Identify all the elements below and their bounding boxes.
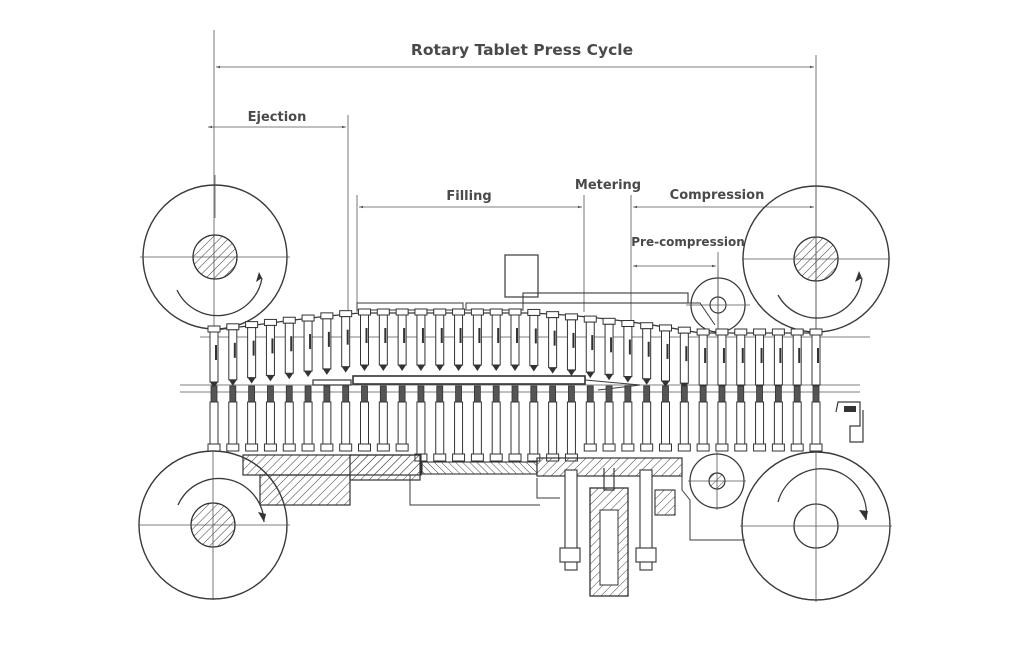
rotation-arrow-icon	[177, 477, 265, 523]
punch-station	[621, 320, 635, 452]
upper-right-roller	[742, 185, 890, 335]
punch-station	[282, 316, 296, 452]
punch-station	[245, 321, 259, 452]
punch-station	[527, 308, 541, 462]
upper-left-roller	[140, 175, 290, 330]
punch-station	[715, 328, 729, 452]
metering-label: Metering	[575, 178, 641, 193]
punch-station	[207, 325, 221, 452]
ejection-label: Ejection	[248, 110, 307, 125]
diagram-title: Rotary Tablet Press Cycle	[411, 41, 633, 59]
punch-station	[470, 308, 484, 462]
punch-stations	[207, 308, 823, 462]
pre-compression-label: Pre-compression	[631, 235, 745, 249]
punch-station	[226, 323, 240, 452]
hopper	[504, 254, 539, 298]
punch-station	[771, 328, 785, 452]
punch-station	[301, 314, 315, 452]
punch-station	[339, 310, 353, 452]
punch-station	[508, 308, 522, 462]
weight-adjustment-assembly	[559, 460, 745, 597]
punch-station	[809, 328, 823, 452]
punch-station	[433, 308, 447, 462]
dimension-annotations: Rotary Tablet Press Cycle Ejection Filli…	[208, 30, 817, 330]
punch-station	[640, 322, 654, 452]
punch-station	[452, 308, 466, 462]
rotation-arrow-icon	[176, 277, 263, 317]
punch-station	[734, 328, 748, 452]
punch-station	[395, 308, 409, 452]
punch-station	[263, 318, 277, 452]
punch-station	[320, 312, 334, 452]
punch-station	[677, 326, 691, 452]
upper-pre-compression-roller	[686, 270, 750, 335]
punch-station	[659, 324, 672, 452]
punch-station	[696, 328, 710, 452]
punch-station	[489, 308, 503, 462]
punch-station	[602, 317, 616, 452]
lower-right-roller	[740, 451, 892, 602]
lower-left-roller	[138, 450, 290, 600]
punch-station	[546, 311, 560, 462]
punch-station	[790, 328, 804, 452]
rotation-arrow-icon	[777, 277, 863, 319]
punch-station	[376, 308, 390, 452]
punch-station	[358, 308, 371, 452]
tablet-chute	[835, 401, 864, 443]
rotation-arrow-icon	[777, 468, 868, 521]
feed-frame	[356, 254, 716, 326]
punch-station	[564, 313, 578, 462]
filling-label: Filling	[446, 189, 491, 204]
punch-station	[583, 315, 597, 452]
compression-label: Compression	[670, 188, 765, 203]
punch-station	[753, 328, 767, 452]
lower-pre-compression-roller	[688, 452, 746, 510]
